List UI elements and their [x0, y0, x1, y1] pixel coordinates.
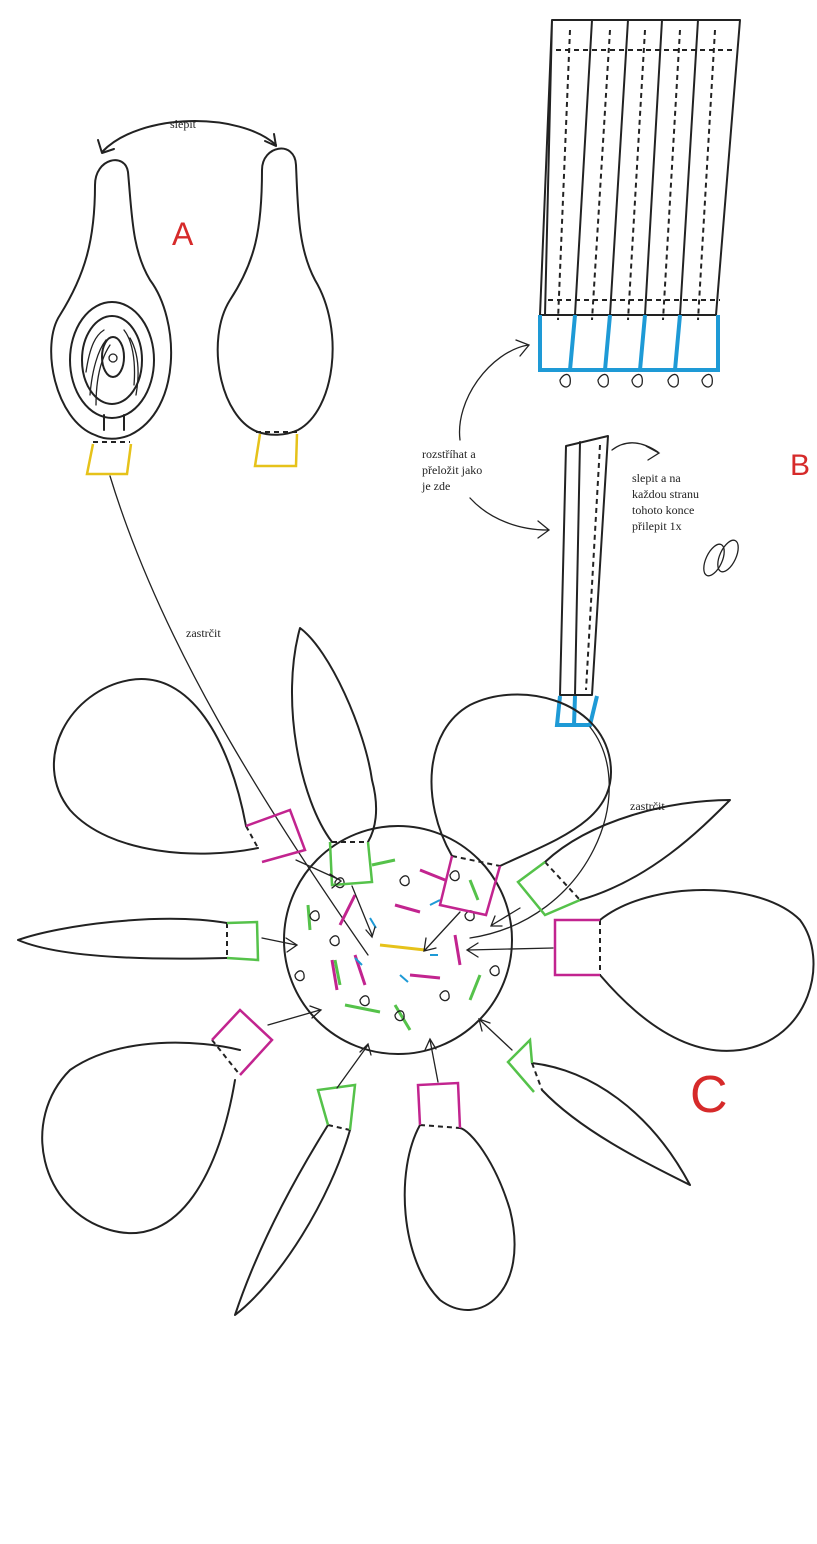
insert-arrow-a — [110, 476, 368, 955]
slepit-label: slepit — [170, 117, 197, 131]
part-b: rozstříhat a přeložit jako je zde slepit… — [421, 20, 810, 938]
svg-text:tohoto konce: tohoto konce — [632, 503, 694, 517]
cut-fold-instruction: rozstříhat a přeložit jako je zde — [421, 447, 482, 493]
strip-loops — [560, 374, 712, 387]
arrow-glue — [612, 443, 659, 460]
tab-yellow-left — [87, 444, 131, 474]
arrow-to-strip — [470, 498, 549, 538]
svg-text:slepit a na: slepit a na — [632, 471, 681, 485]
zastrcit-label-a: zastrčit — [186, 626, 221, 640]
gourd-piece-right — [218, 149, 333, 435]
petal-upper-left-round — [54, 679, 341, 888]
arrow-to-sheet — [460, 340, 529, 440]
petal-lower-left-round — [42, 1006, 321, 1233]
part-a: slepit A zastrčit — [51, 117, 368, 955]
part-c: C — [18, 628, 814, 1315]
gourd-piece-left — [51, 160, 171, 439]
strip-sheet — [540, 20, 740, 315]
strip-dashed-lines — [548, 30, 735, 320]
petal-bottom-narrow — [235, 1044, 371, 1315]
svg-text:je zde: je zde — [421, 479, 450, 493]
petal-right-upper-narrow — [491, 800, 730, 926]
pistil-dot — [109, 354, 117, 362]
svg-text:rozstříhat a: rozstříhat a — [422, 447, 476, 461]
folded-strip — [560, 436, 608, 695]
blue-tab-row — [540, 315, 718, 370]
label-b: B — [790, 449, 810, 482]
petal-right-lower-narrow — [479, 1019, 690, 1185]
petal-left-narrow — [18, 919, 297, 960]
label-c: C — [690, 1066, 728, 1124]
label-a: A — [172, 216, 194, 252]
center-disc-marks — [295, 860, 499, 1030]
tab-yellow-right — [255, 434, 297, 466]
svg-text:přeložit jako: přeložit jako — [422, 463, 482, 477]
petal-right-round — [467, 890, 814, 1051]
glue-instruction: slepit a na každou stranu tohoto konce p… — [632, 471, 699, 533]
petal-bottom-round — [405, 1039, 515, 1310]
pistil — [102, 337, 124, 377]
petal-top-right-round — [424, 694, 611, 951]
arrowhead-left — [98, 140, 114, 153]
svg-text:přilepit 1x: přilepit 1x — [632, 519, 682, 533]
svg-text:každou stranu: každou stranu — [632, 487, 699, 501]
petal-top-narrow — [292, 628, 376, 937]
folded-strip-dashes — [586, 445, 600, 690]
